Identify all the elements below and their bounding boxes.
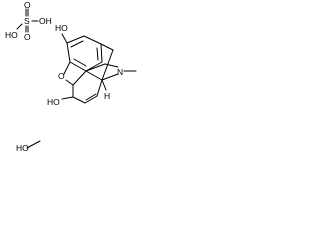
stereo-h-bond: [101, 79, 107, 91]
alcohol-oh-label: HO: [47, 97, 60, 107]
aromatic-ring-bonds: [66, 35, 103, 72]
methanol-ho-label: HO: [16, 143, 29, 153]
sulfuric-s-label: S: [24, 16, 30, 26]
aromatic-inner-double-1: [70, 40, 84, 48]
stereo-h-label: H: [104, 91, 110, 101]
c9-to-n-ring: [101, 73, 119, 81]
furan-bond-3: [72, 70, 87, 86]
ring-o-label: O: [58, 71, 65, 81]
alcohol-oh-bond: [61, 96, 74, 100]
furan-bond-2: [65, 79, 74, 86]
methanol-structure: HO: [16, 140, 41, 153]
s-oh-left-bond: [16, 23, 23, 30]
methanol-o-c-bond: [26, 140, 41, 149]
c6-bond-2: [72, 96, 86, 104]
quaternary-c-to-ch2: [85, 63, 106, 72]
chemical-structure-drawing: O OH S O HO HO O N: [5, 0, 137, 153]
sulfuric-ho-left-label: HO: [5, 30, 18, 40]
phenol-oh-label: HO: [55, 23, 68, 33]
sulfuric-o-bottom-label: O: [24, 32, 31, 42]
c6-double-1: [84, 95, 98, 104]
ch2-to-n: [104, 63, 119, 68]
sulfuric-oh-right-label: OH: [39, 16, 52, 26]
phenol-oh-bond: [61, 33, 68, 44]
c6-bond-3: [96, 79, 103, 97]
morphine-structure: HO O N HO H: [47, 23, 137, 107]
aromatic-inner-double-2: [96, 47, 99, 61]
quaternary-c-to-c9: [85, 70, 103, 81]
aromatic-to-ch2: [100, 43, 114, 51]
furan-bond-1: [63, 61, 71, 75]
sulfuric-acid-structure: O OH S O HO: [5, 0, 52, 42]
aromatic-inner-double-3: [73, 58, 87, 67]
c6-double-2: [85, 93, 97, 101]
n-label: N: [117, 67, 123, 77]
sulfuric-o-top-label: O: [24, 0, 31, 10]
